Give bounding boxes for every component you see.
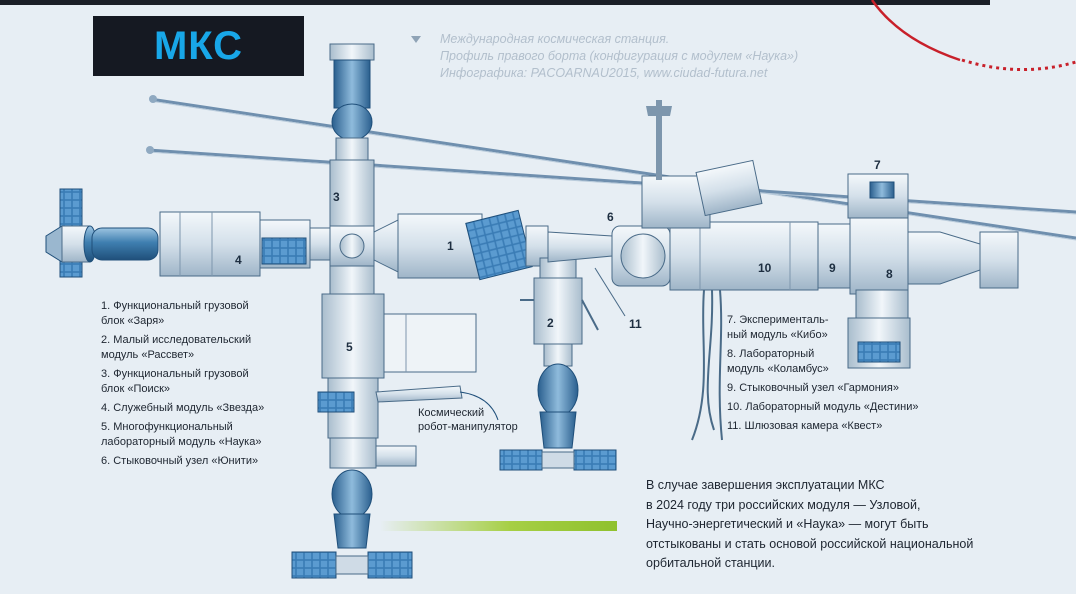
credit-line: Инфографика: PACOARNAU2015, www.ciudad-f… <box>440 66 768 80</box>
legend-item: 6. Стыковочный узел «Юнити» <box>101 454 301 469</box>
rassvet-stack <box>499 257 617 471</box>
legend-text: лабораторный модуль «Наука» <box>101 436 262 448</box>
manipulator-callout: Космический робот-манипулятор <box>418 406 558 434</box>
note-paragraph: В случае завершения эксплуатации МКС в 2… <box>646 476 1066 574</box>
nauka-stack <box>291 265 477 579</box>
note-line: В случае завершения эксплуатации МКС <box>646 478 885 492</box>
orbit-arc <box>870 0 1076 72</box>
legend-item: 9. Стыковочный узел «Гармония» <box>727 381 927 396</box>
us-segment <box>611 100 1019 369</box>
legend-text: 7. Эксперименталь- <box>727 314 829 326</box>
boom-tip <box>146 146 154 154</box>
top-dark-strip <box>0 0 990 5</box>
central-node <box>329 225 375 267</box>
top-stack <box>329 43 375 227</box>
module-number: 11 <box>629 317 642 331</box>
title-box: МКС <box>93 16 304 76</box>
soyuz-left <box>45 225 159 263</box>
callout-text: Космический <box>418 407 485 419</box>
legend-text: 9. Стыковочный узел «Гармония» <box>727 382 899 394</box>
legend-text: модуль «Коламбус» <box>727 363 829 375</box>
credit-line: Международная космическая станция. <box>440 32 670 46</box>
note-line: орбитальной станции. <box>646 556 775 570</box>
unity-node <box>547 231 613 263</box>
module-number: 4 <box>235 253 242 267</box>
manipulator-leader <box>459 391 499 421</box>
quest-leader <box>594 267 626 317</box>
legend-item: 10. Лабораторный модуль «Дестини» <box>727 400 927 415</box>
page-title: МКС <box>153 23 244 68</box>
legend-text: 4. Служебный модуль «Звезда» <box>101 402 265 414</box>
credit-arrow-icon <box>411 36 421 43</box>
note-line: в 2024 году три российских модуля — Узло… <box>646 497 921 512</box>
legend-item: 3. Функциональный грузовой блок «Поиск» <box>101 367 301 397</box>
truss-booms <box>147 97 1076 241</box>
module-number: 1 <box>447 239 454 253</box>
module-number: 8 <box>886 267 893 281</box>
module-number: 7 <box>874 158 881 172</box>
zarya-module <box>373 209 549 281</box>
legend-item: 8. Лабораторный модуль «Коламбус» <box>727 347 927 377</box>
note-line: Научно-энергетический и «Наука» — могут … <box>646 517 929 531</box>
module-number: 3 <box>333 190 340 204</box>
module-number: 10 <box>758 261 772 275</box>
legend-text: 8. Лабораторный <box>727 348 815 360</box>
legend-item: 5. Многофункциональный лабораторный моду… <box>101 420 301 450</box>
legend-item: 2. Малый исследовательский модуль «Рассв… <box>101 333 301 363</box>
legend-text: 1. Функциональный грузовой <box>101 300 249 312</box>
legend-text: 10. Лабораторный модуль «Дестини» <box>727 401 919 413</box>
legend-text: ный модуль «Кибо» <box>727 329 828 341</box>
cables <box>691 289 723 441</box>
legend-text: блок «Поиск» <box>101 383 171 395</box>
legend-text: блок «Заря» <box>101 315 165 327</box>
module-number: 9 <box>829 261 836 275</box>
module-number: 2 <box>547 316 554 330</box>
zvezda-module <box>159 211 337 277</box>
legend-text: 6. Стыковочный узел «Юнити» <box>101 455 259 467</box>
legend-item: 7. Эксперименталь- ный модуль «Кибо» <box>727 313 927 343</box>
note-line: отстыкованы и стать основой российской н… <box>646 536 974 551</box>
legend-text: 11. Шлюзовая камера «Квест» <box>727 420 883 432</box>
green-bar <box>380 521 617 531</box>
legend-text: модуль «Рассвет» <box>101 349 195 361</box>
boom-tip <box>149 95 157 103</box>
credit-block: Международная космическая станция. Профи… <box>440 31 860 82</box>
callout-text: робот-манипулятор <box>418 421 518 433</box>
legend-text: 2. Малый исследовательский <box>101 334 252 346</box>
legend-right: 7. Эксперименталь- ный модуль «Кибо» 8. … <box>727 313 927 438</box>
legend-text: 3. Функциональный грузовой <box>101 368 249 380</box>
legend-left: 1. Функциональный грузовой блок «Заря» 2… <box>101 299 301 473</box>
legend-item: 4. Служебный модуль «Звезда» <box>101 401 301 416</box>
legend-text: 5. Многофункциональный <box>101 421 233 433</box>
module-number: 6 <box>607 210 614 224</box>
legend-item: 1. Функциональный грузовой блок «Заря» <box>101 299 301 329</box>
legend-item: 11. Шлюзовая камера «Квест» <box>727 419 927 434</box>
credit-line: Профиль правого борта (конфигурация с мо… <box>440 49 799 63</box>
module-number: 5 <box>346 340 353 354</box>
